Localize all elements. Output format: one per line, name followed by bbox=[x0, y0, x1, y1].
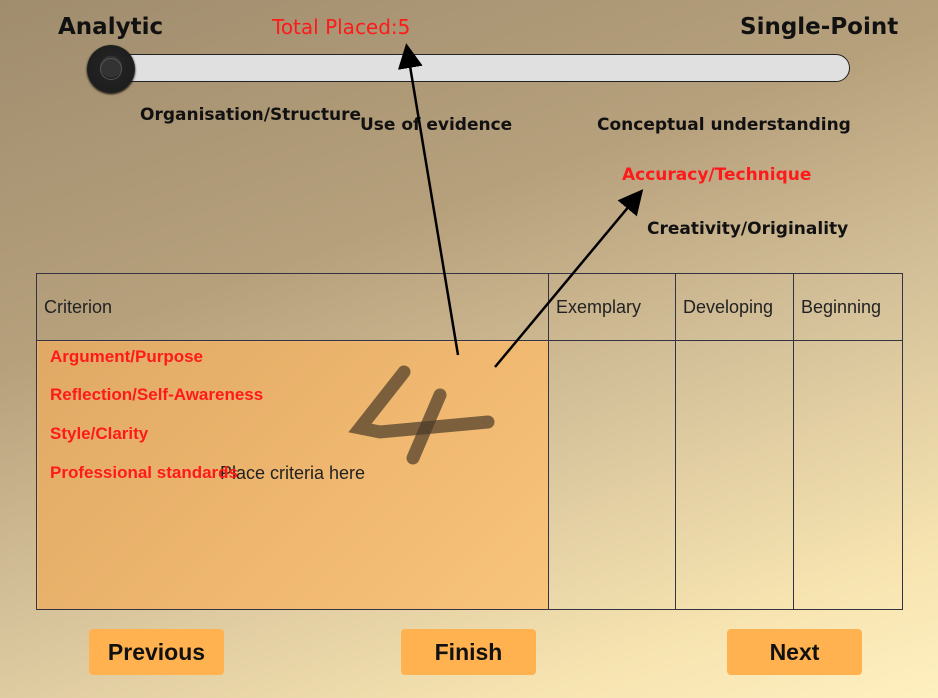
developing-cell[interactable] bbox=[675, 340, 794, 610]
criterion-conceptual[interactable]: Conceptual understanding bbox=[597, 115, 851, 135]
analytic-label: Analytic bbox=[58, 14, 164, 40]
previous-button[interactable]: Previous bbox=[89, 629, 224, 675]
criterion-use-of-evidence[interactable]: Use of evidence bbox=[360, 115, 513, 135]
placed-criterion[interactable]: Reflection/Self-Awareness bbox=[50, 385, 264, 404]
finish-button[interactable]: Finish bbox=[401, 629, 536, 675]
arrow-up-icon bbox=[397, 43, 460, 356]
next-button[interactable]: Next bbox=[727, 629, 862, 675]
handwritten-4-icon bbox=[348, 365, 495, 465]
criteria-drop-zone[interactable]: Place criteria here Argument/Purpose Ref… bbox=[36, 340, 549, 610]
placed-criterion[interactable]: Style/Clarity bbox=[50, 424, 149, 443]
header-criterion: Criterion bbox=[36, 273, 549, 341]
rubric-table: Criterion Exemplary Developing Beginning… bbox=[36, 273, 903, 610]
single-point-label: Single-Point bbox=[740, 14, 899, 40]
placed-criterion[interactable]: Argument/Purpose bbox=[50, 347, 204, 366]
exemplary-cell[interactable] bbox=[548, 340, 676, 610]
criterion-organisation[interactable]: Organisation/Structure bbox=[140, 105, 362, 125]
drop-zone-placeholder: Place criteria here bbox=[220, 463, 366, 483]
criterion-creativity[interactable]: Creativity/Originality bbox=[647, 219, 849, 239]
total-placed: Total Placed:5 bbox=[272, 15, 411, 39]
header-exemplary: Exemplary bbox=[548, 273, 676, 341]
rubric-type-slider-track[interactable] bbox=[110, 54, 850, 82]
placed-criterion[interactable]: Professional standards bbox=[50, 463, 239, 482]
rubric-type-slider-handle[interactable] bbox=[87, 45, 135, 93]
arrow-up-right-icon bbox=[494, 189, 644, 368]
criterion-accuracy[interactable]: Accuracy/Technique bbox=[622, 165, 812, 185]
beginning-cell[interactable] bbox=[793, 340, 903, 610]
